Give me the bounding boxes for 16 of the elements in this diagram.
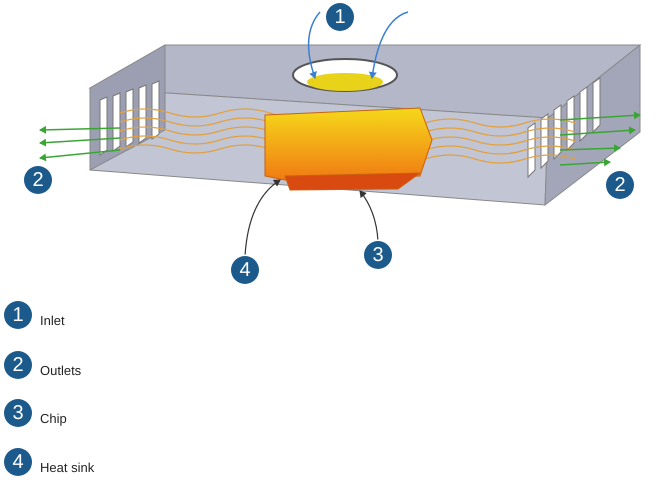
leader-line xyxy=(244,179,281,256)
callout-number: 1 xyxy=(326,3,354,31)
legend-text: Heat sink xyxy=(40,460,94,475)
callout-number: 3 xyxy=(364,241,392,269)
callout-number: 1 xyxy=(4,301,32,329)
callout-number: 4 xyxy=(4,448,32,476)
callout-number: 2 xyxy=(4,351,32,379)
legend-text: Outlets xyxy=(40,363,82,378)
legend-text: Chip xyxy=(40,411,67,426)
chip-drawing xyxy=(284,172,422,190)
callout-number: 2 xyxy=(24,166,52,194)
callout-number: 2 xyxy=(606,171,634,199)
callout-number: 4 xyxy=(231,256,259,284)
leader-line xyxy=(359,190,379,242)
legend-text: Inlet xyxy=(40,313,65,328)
callout-number: 3 xyxy=(4,399,32,427)
